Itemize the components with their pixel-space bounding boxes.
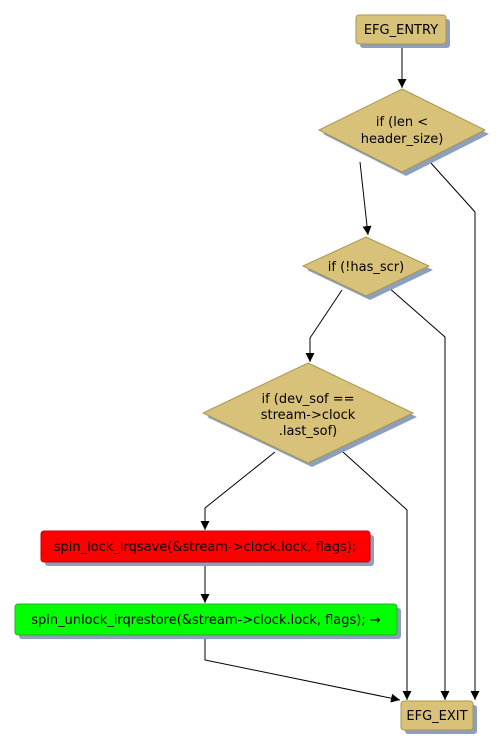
node-lock-label: spin_lock_irqsave(&stream->clock.lock, f… <box>54 540 357 555</box>
node-cond-sof: if (dev_sof == stream->clock .last_sof) <box>201 362 417 467</box>
edge-len-to-exit <box>429 161 480 700</box>
node-exit-label: EFG_EXIT <box>406 709 467 724</box>
node-entry-box <box>355 14 447 45</box>
edges <box>200 44 480 703</box>
node-exit: EFG_EXIT <box>400 700 477 734</box>
node-cond-sof-line-2: stream->clock <box>261 408 356 423</box>
node-cond-len-diamond <box>317 88 487 173</box>
node-cond-len-line-1: if (len < <box>376 115 428 130</box>
node-cond-sof-diamond <box>201 362 415 464</box>
node-cond-len: if (len < header_size) <box>317 88 489 176</box>
node-exit-box <box>400 700 474 731</box>
node-cond-sof-line-1: if (dev_sof == <box>261 392 354 407</box>
node-unlock: spin_unlock_irqrestore(&stream->clock.lo… <box>14 603 401 639</box>
node-lock: spin_lock_irqsave(&stream->clock.lock, f… <box>40 530 374 566</box>
node-cond-sof-line-3: .last_sof) <box>279 424 337 439</box>
node-unlock-box <box>14 603 398 636</box>
edge-sof-to-lock <box>200 451 276 530</box>
node-entry: EFG_ENTRY <box>355 14 450 48</box>
node-cond-scr-line-1: if (!has_scr) <box>328 260 404 275</box>
edge-len-to-scr <box>359 161 372 236</box>
node-lock-box <box>40 530 371 563</box>
node-unlock-label: spin_unlock_irqrestore(&stream->clock.lo… <box>31 613 381 628</box>
edge-scr-to-sof <box>305 289 343 362</box>
node-cond-scr: if (!has_scr) <box>301 236 433 300</box>
node-cond-len-line-2: header_size) <box>361 132 444 147</box>
edge-unlock-to-exit <box>204 636 401 703</box>
node-entry-label: EFG_ENTRY <box>364 23 438 38</box>
edge-sof-to-exit <box>342 451 412 700</box>
edge-scr-to-exit <box>387 286 450 700</box>
node-cond-scr-diamond <box>301 236 431 297</box>
